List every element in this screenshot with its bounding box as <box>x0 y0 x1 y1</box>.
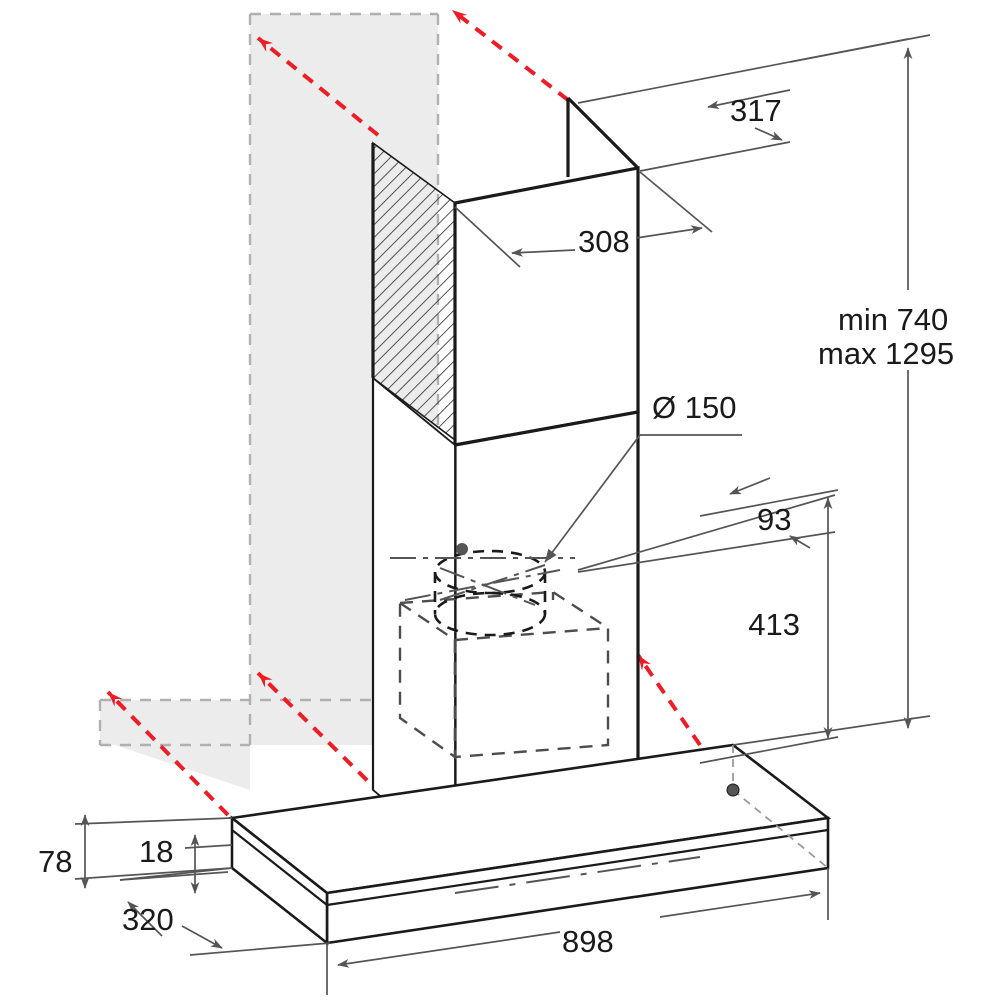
dimension-duct-diameter <box>544 434 742 563</box>
dimension-duct-diameter-label: Ø 150 <box>652 390 736 425</box>
upper-chimney-left-hatched-face <box>373 143 455 440</box>
wall-floor-plane <box>100 700 250 745</box>
dim-308-arrow-left <box>511 248 576 257</box>
dimension-898 <box>326 868 829 995</box>
dimension-413-label: 413 <box>748 607 800 642</box>
red-arrow-upper-left <box>256 36 380 137</box>
dim-308-ext-left <box>454 206 521 268</box>
dim-320-arrow-a <box>127 901 163 937</box>
centerline-diagonal <box>439 564 546 601</box>
duct-center-point <box>456 543 468 555</box>
dimension-93 <box>577 477 836 573</box>
dim-320-ext-left <box>119 871 229 881</box>
dim-317-arrow-b <box>754 127 783 141</box>
dimension-898-label: 898 <box>562 924 614 959</box>
dim-898-arrow-a <box>337 931 561 968</box>
dimension-78 <box>74 814 233 889</box>
red-arrow-lower-left <box>106 690 230 817</box>
centerline-cross <box>439 567 536 606</box>
dim-height-ext-top <box>789 34 931 63</box>
dimension-18 <box>119 834 233 894</box>
red-arrow-lower-mid <box>256 671 384 797</box>
dim-18-ext-top <box>184 844 233 849</box>
dim-413-ext-bottom <box>699 736 839 764</box>
dim-317-arrow-a <box>707 89 791 110</box>
dim-78-ext-bottom <box>74 867 233 880</box>
dimension-308 <box>454 171 713 268</box>
dimension-18-label: 18 <box>139 834 173 869</box>
dim-78-ext-top <box>74 817 233 825</box>
duct-centerlines <box>390 557 575 606</box>
red-arrow-upper-right <box>450 8 570 102</box>
upper-chimney-rear-panel <box>566 96 640 177</box>
dim-height-ext-bottom <box>732 715 931 746</box>
dimension-height-max-label: max 1295 <box>818 336 954 371</box>
dimension-413 <box>699 489 839 764</box>
canopy-right-reference-point <box>726 783 740 797</box>
hidden-motor-assembly <box>398 590 610 760</box>
dimension-320-label: 320 <box>122 902 174 937</box>
dimension-320 <box>119 871 331 956</box>
dim-898-arrow-b <box>659 890 821 918</box>
wall-direction-arrows <box>106 8 702 817</box>
dim-93-ext-upper <box>577 494 836 571</box>
dimension-78-label: 78 <box>38 844 72 879</box>
dim-308-ext-right <box>639 171 713 233</box>
dimension-308-label: 308 <box>578 224 630 259</box>
dim-320-arrow-b <box>181 925 223 949</box>
dimension-height-min-label: min 740 <box>838 302 948 337</box>
canopy-lower-lip <box>231 828 829 907</box>
dimension-93-label: 93 <box>757 502 791 537</box>
dim-317-ext-right <box>639 141 791 172</box>
dim-93-arrow-b <box>789 535 811 549</box>
dim-308-arrow-right <box>635 225 703 239</box>
dim-320-ext-right <box>189 942 331 956</box>
canopy-right-reference-dashed <box>732 745 829 869</box>
hood-body <box>228 96 832 946</box>
canopy-grease-filter-seam <box>454 856 701 894</box>
motor-box-left-face <box>398 600 457 760</box>
motor-box-top-edge <box>399 590 609 630</box>
dimension-317-label: 317 <box>730 93 782 128</box>
red-arrow-lower-right <box>636 653 702 747</box>
upper-chimney-front-face <box>453 166 640 447</box>
dim-93-arrow-a <box>729 477 771 495</box>
dim-413-ext-top <box>699 489 839 517</box>
dim-d150-leader <box>544 434 641 563</box>
